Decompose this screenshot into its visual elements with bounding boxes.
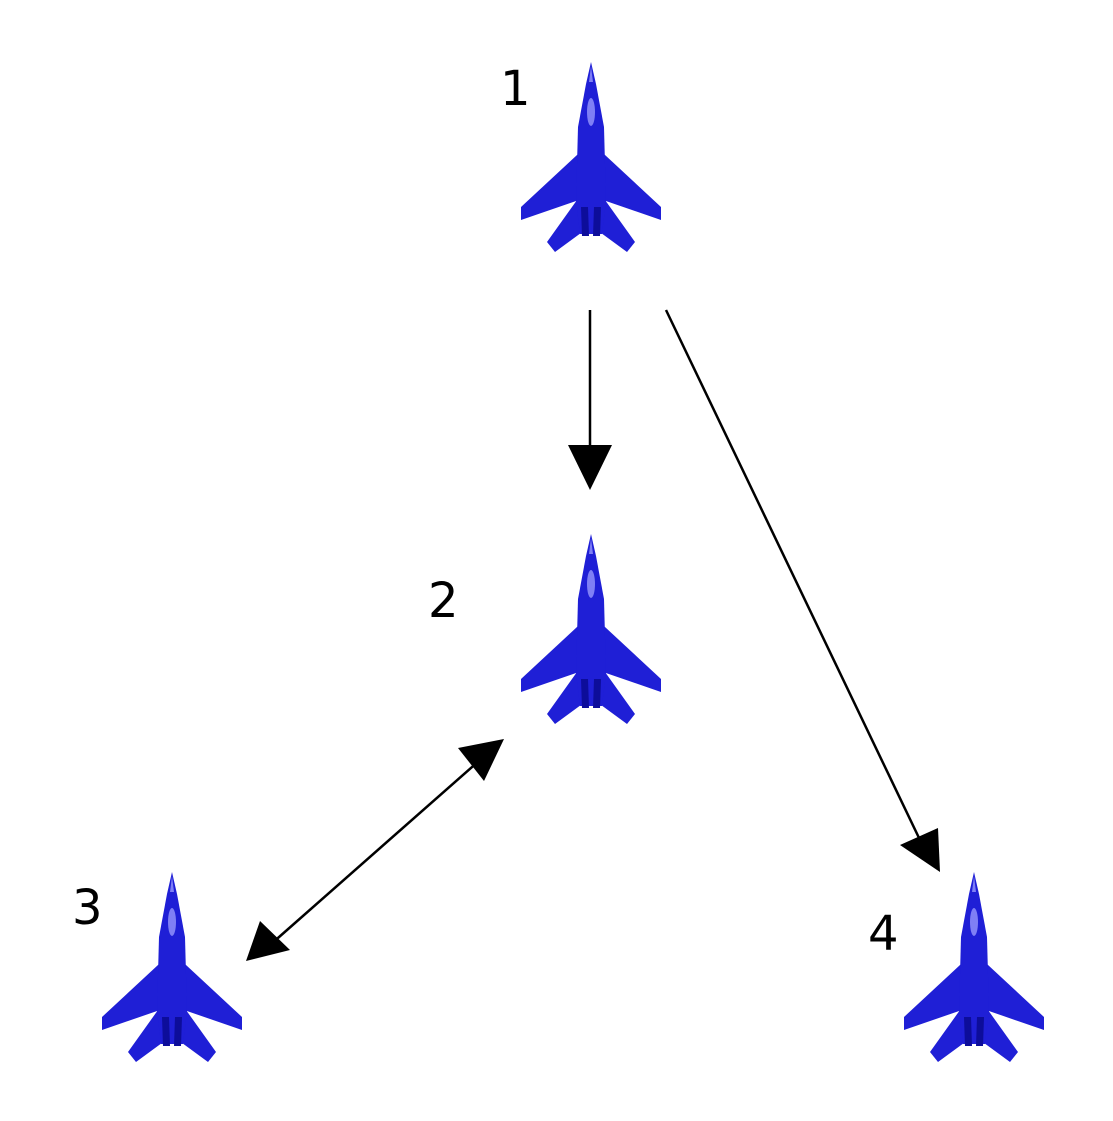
aircraft-node-4: 4 — [868, 872, 1044, 1062]
link-1-to-4 — [664, 309, 940, 872]
aircraft-node-2: 2 — [428, 534, 661, 724]
node-label-4: 4 — [868, 906, 899, 962]
aircraft-node-3: 3 — [72, 872, 242, 1062]
fighter-jet-icon — [521, 62, 661, 252]
node-label-2: 2 — [428, 573, 459, 629]
aircraft-node-1: 1 — [500, 61, 661, 252]
link-2-to-3-bidirectional — [246, 739, 504, 961]
fighter-jet-icon — [102, 872, 242, 1062]
node-label-1: 1 — [500, 61, 531, 117]
link-1-to-2 — [568, 310, 612, 490]
fighter-jet-icon — [521, 534, 661, 724]
fighter-jet-icon — [904, 872, 1044, 1062]
node-label-3: 3 — [72, 880, 103, 936]
